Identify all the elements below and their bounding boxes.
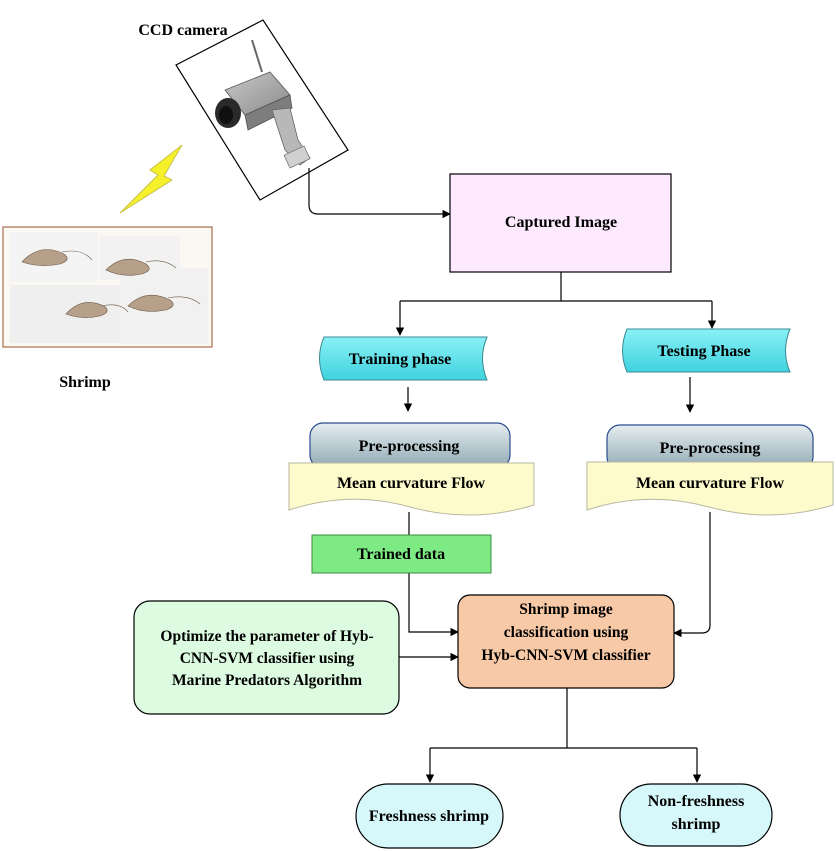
camera-label: CCD camera [138,22,227,39]
training-phase-box [319,336,488,381]
classification-label-line1: Shrimp image [519,601,613,618]
testing-phase-label: Testing Phase [657,343,750,360]
captured-image-box [449,173,672,273]
mcf-label-right: Mean curvature Flow [636,475,785,492]
classification-label-line2: classification using [504,624,629,641]
classification-label-line3: Hyb-CNN-SVM classifier [481,647,650,664]
mcf-box-right [586,461,834,516]
optimize-label-line1: Optimize the parameter of Hyb- [160,628,373,645]
lightning-bolt-icon [119,144,183,214]
preprocessing-label-left: Pre-processing [359,438,460,455]
trained-data-box [311,534,492,574]
trained-to-classify-arrow [408,573,459,637]
shrimp-photo [2,226,213,348]
camera-to-captured-arrow [308,168,451,219]
mcf-label-left: Mean curvature Flow [337,475,486,492]
preprocessing-label-right: Pre-processing [660,440,761,457]
classification-box [457,594,675,689]
testing-phase-box [622,328,791,373]
ccd-camera-icon [175,19,349,201]
trained-data-label: Trained data [357,546,445,563]
optimize-label-line2: CNN-SVM classifier using [180,650,355,667]
nonfreshness-label-line1: Non-freshness [648,793,745,810]
test-mcf-to-classify-arrow [673,512,711,638]
nonfreshness-label-line2: shrimp [672,816,721,833]
captured-image-label: Captured Image [505,214,617,231]
optimize-label-line3: Marine Predators Algorithm [172,672,362,689]
training-phase-label: Training phase [349,351,451,368]
nonfreshness-terminal [619,783,773,847]
shrimp-label: Shrimp [59,374,111,391]
freshness-label: Freshness shrimp [369,808,489,825]
mcf-box-left [288,462,535,516]
freshness-terminal [355,783,504,849]
optimize-box [133,600,400,715]
